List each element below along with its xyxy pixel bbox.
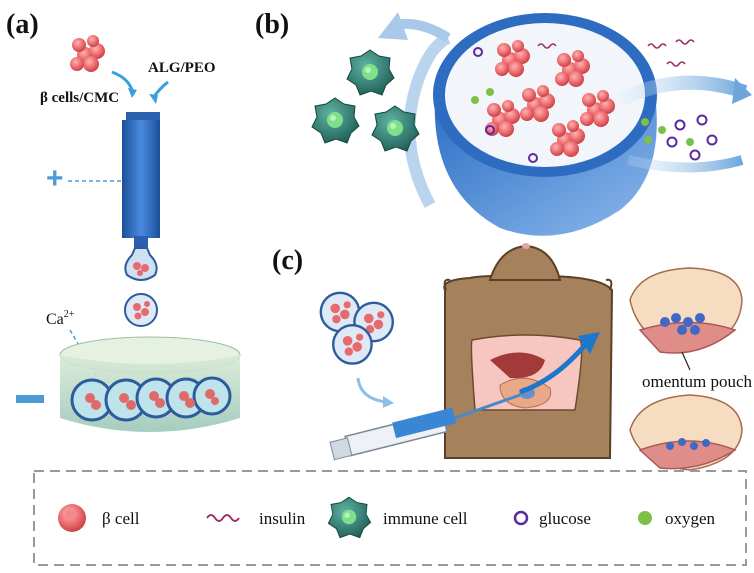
arrow-head-icon xyxy=(149,94,158,104)
injection-arrow-icon xyxy=(519,343,587,395)
droplet-icon xyxy=(124,247,158,281)
released-molecules xyxy=(641,39,718,161)
minus-sign xyxy=(16,395,44,403)
panel-b xyxy=(311,12,752,236)
microcapsule-icon xyxy=(124,293,158,327)
legend-glucose: glucose xyxy=(539,509,591,528)
mouse-head-icon xyxy=(488,244,562,281)
beta-cells-cmc-label: β cells/CMC xyxy=(40,90,119,106)
capsules-cluster-icon xyxy=(319,291,395,365)
panel-a-label: (a) xyxy=(6,9,39,40)
omentum-pouch-icon xyxy=(629,267,743,354)
immune-cell-icon xyxy=(327,496,372,539)
panel-a: β cells/CMC ALG/PEO + Ca2+ xyxy=(16,35,241,432)
omentum-pouch-label: omentum pouch xyxy=(642,372,753,391)
legend-oxygen: oxygen xyxy=(665,509,716,528)
arrow-head-icon xyxy=(128,88,137,98)
legend-beta-cell: β cell xyxy=(102,509,140,528)
panel-c: omentum pouch xyxy=(319,243,753,471)
gelled-capsules xyxy=(70,376,232,422)
legend: β cell insulin immune cell glucose oxyge… xyxy=(58,496,716,539)
immune-cell-icon xyxy=(311,97,360,144)
alg-peo-label: ALG/PEO xyxy=(148,60,216,76)
plus-sign: + xyxy=(46,162,64,195)
legend-insulin: insulin xyxy=(259,509,306,528)
arrow-icon xyxy=(111,70,134,91)
panel-b-label: (b) xyxy=(255,9,289,40)
omentum-pouch-closed-icon xyxy=(629,394,743,471)
beta-cell-cluster-icon xyxy=(70,35,105,72)
arrow-icon xyxy=(356,377,386,404)
immune-cell-icon xyxy=(346,49,395,96)
coaxial-needle-icon xyxy=(122,120,160,238)
insulin-icon xyxy=(206,514,240,522)
liver-icon xyxy=(490,352,545,379)
legend-immune-cell: immune cell xyxy=(383,509,468,528)
legend-box xyxy=(33,470,747,566)
glucose-icon xyxy=(513,510,529,526)
calcium-label: Ca2+ xyxy=(46,309,75,328)
repel-arrow-icon xyxy=(403,32,451,208)
syringe-icon xyxy=(329,393,521,461)
oxygen-icon xyxy=(638,511,652,525)
release-arrow-icon xyxy=(616,75,748,107)
panel-c-label: (c) xyxy=(272,245,303,276)
